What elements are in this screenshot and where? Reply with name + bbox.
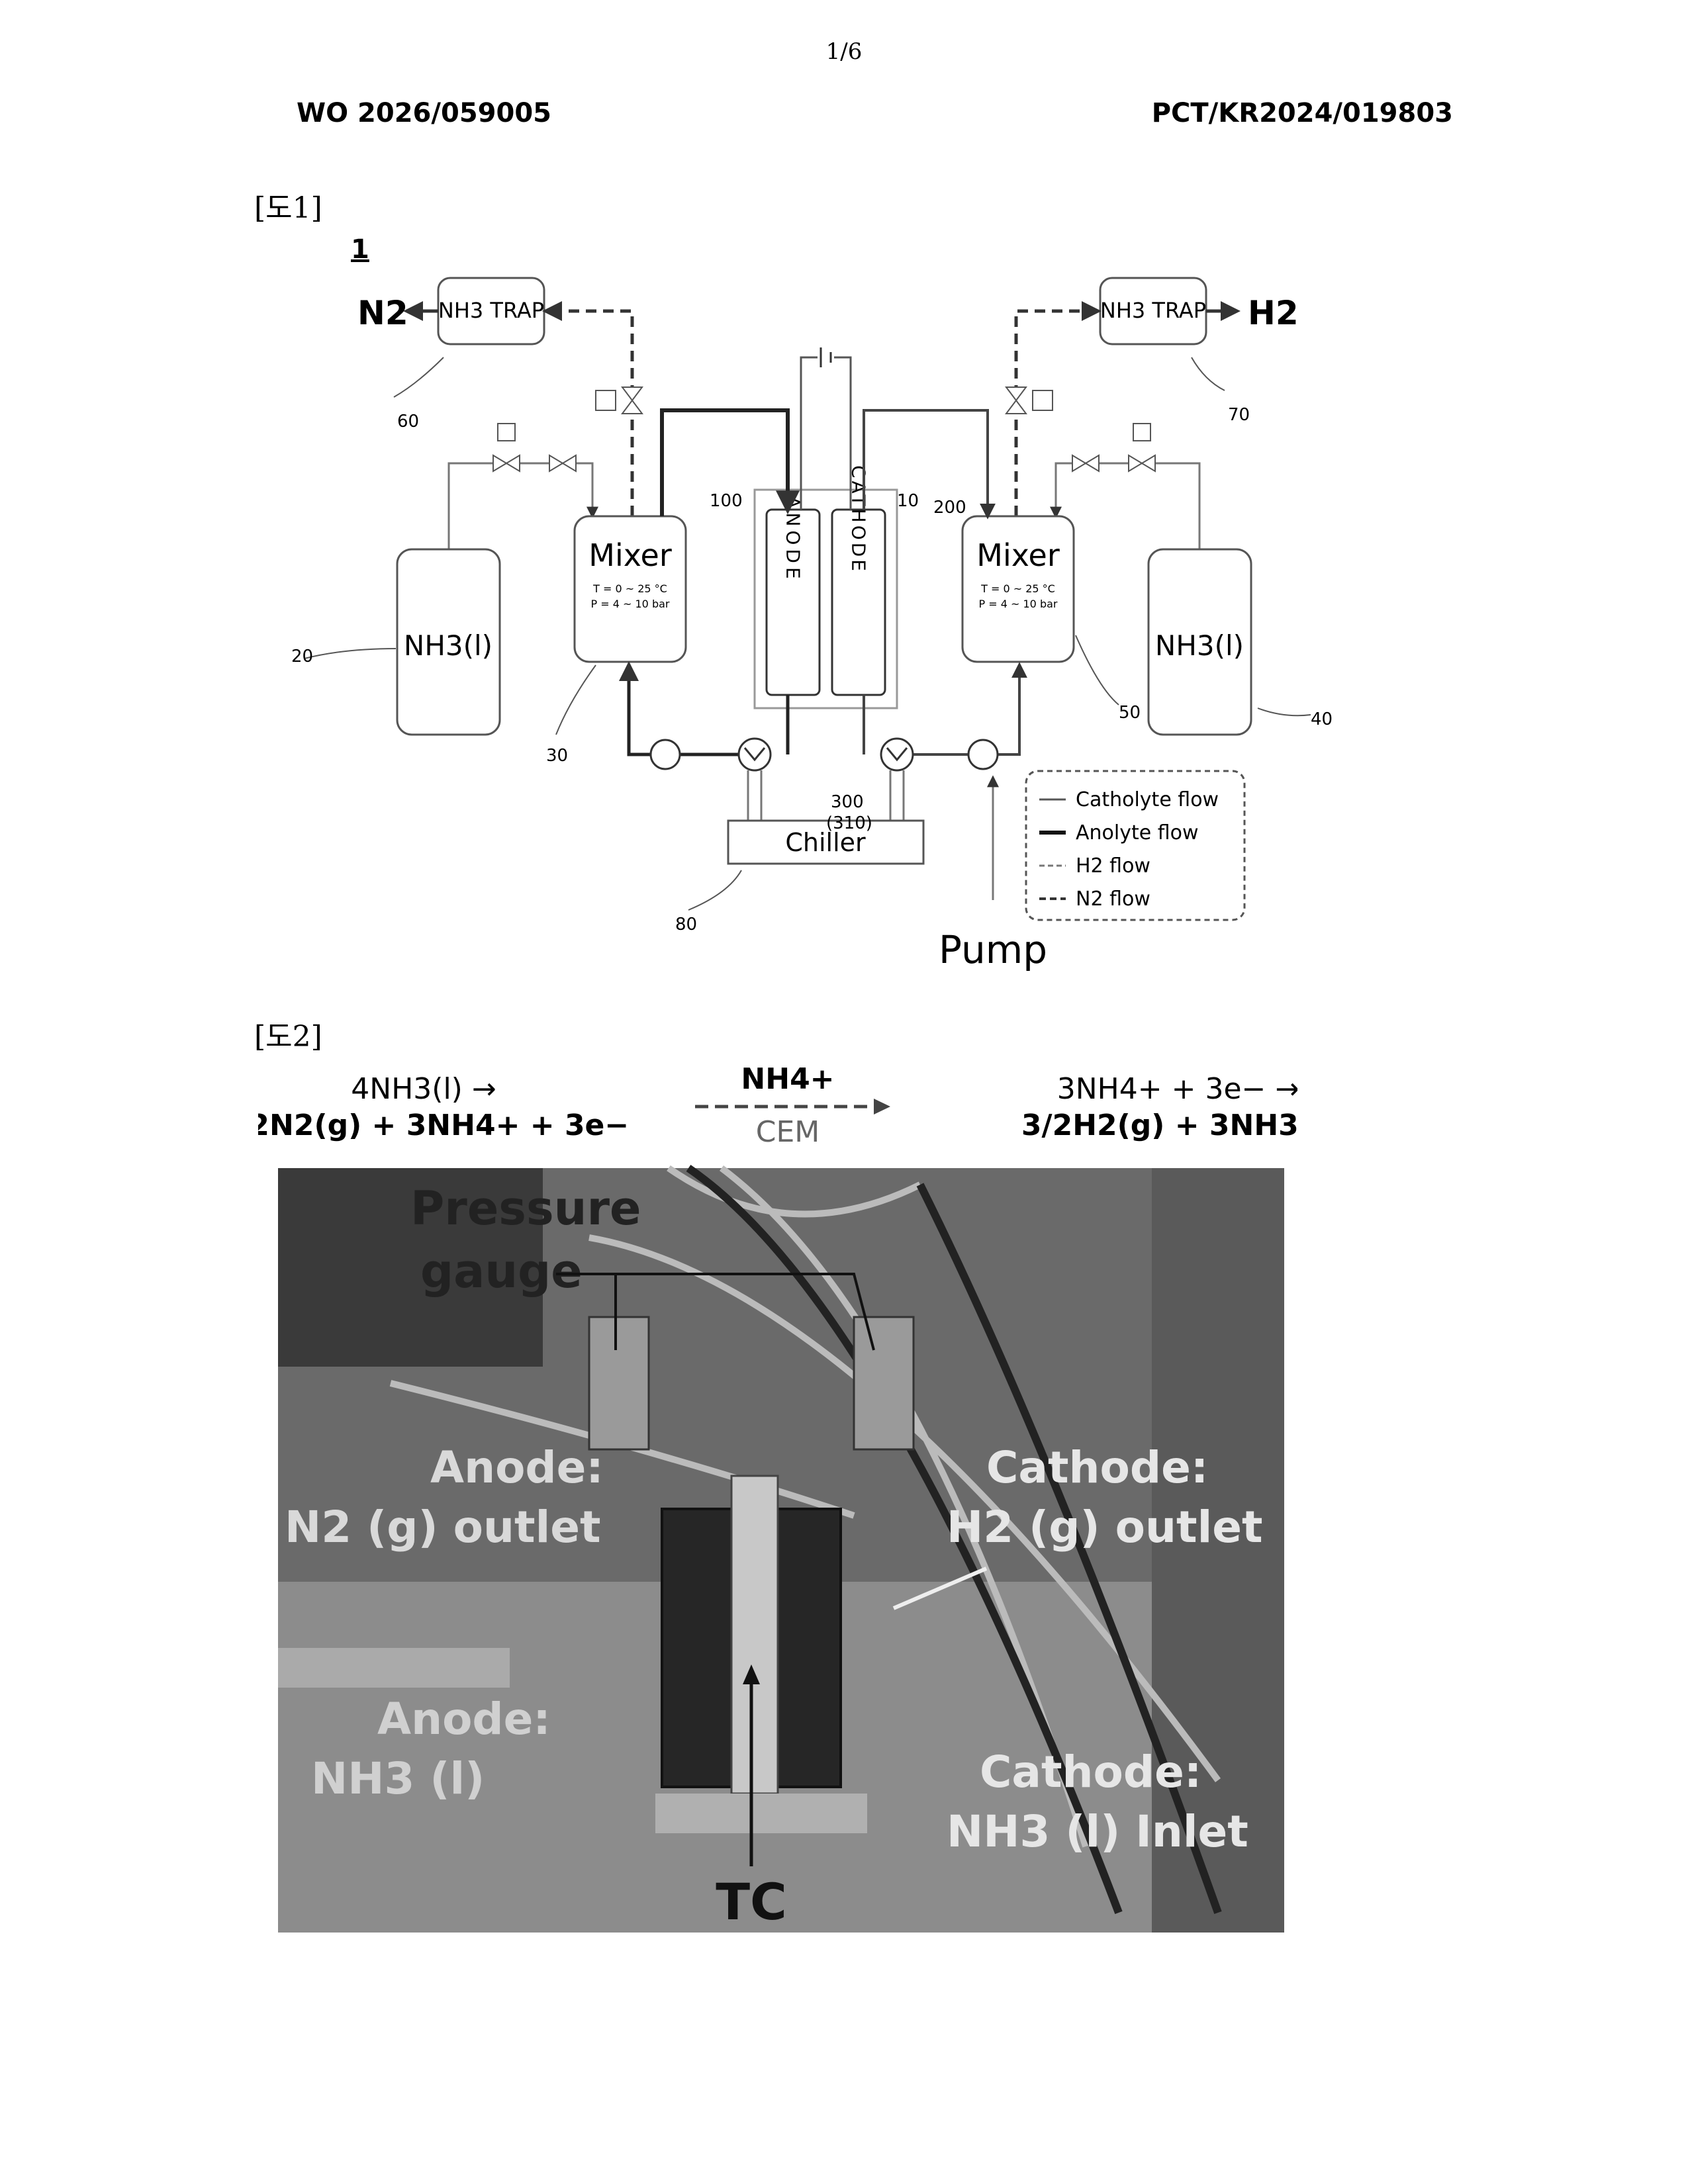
ref-40: 40 [1311, 709, 1333, 729]
left-trap-label: NH3 TRAP [438, 298, 544, 323]
figure-2-label: [도2] [254, 1013, 322, 1055]
figure-1-label: [도1] [254, 184, 322, 226]
thermocouple-label: TC [716, 1872, 787, 1931]
ref-10: 10 [897, 491, 919, 511]
left-pressure-gauge [589, 1317, 649, 1449]
left-gas-valve [596, 387, 642, 414]
ref-200: 200 [933, 498, 966, 518]
legend-h2: H2 flow [1076, 854, 1150, 878]
left-mixer-temp: T = 0 ~ 25 °C [592, 582, 667, 595]
figure-2: 4NH3(l) → 1/2N2(g) + 3NH4+ + 3e− NH4+ CE… [258, 1052, 1297, 1966]
ref-20: 20 [291, 647, 313, 666]
right-mixer-temp: T = 0 ~ 25 °C [980, 582, 1055, 595]
anode-reaction-bottom: 1/2N2(g) + 3NH4+ + 3e− [258, 1109, 629, 1142]
system-ref: 1 [351, 234, 369, 265]
cathode-inlet-label-2: NH3 (l) Inlet [947, 1806, 1248, 1857]
application-number: PCT/KR2024/019803 [1152, 98, 1453, 128]
left-mixer-label: Mixer [588, 537, 672, 573]
anode-inlet-label-1: Anode: [377, 1694, 551, 1745]
right-pressure-gauge [854, 1317, 914, 1449]
figure-1-diagram: 1 NH3 TRAP NH3 TRAP N2 H2 NH3(l) NH3(l) … [265, 225, 1377, 993]
cem-label: CEM [756, 1115, 820, 1149]
cathode-outlet-label-1: Cathode: [986, 1442, 1208, 1493]
right-mixer-label: Mixer [976, 537, 1060, 573]
ref-80: 80 [675, 915, 697, 934]
legend-anolyte: Anolyte flow [1076, 821, 1199, 844]
right-trap-label: NH3 TRAP [1100, 298, 1206, 323]
legend-n2: N2 flow [1076, 887, 1150, 911]
n2-output: N2 [357, 294, 408, 332]
publication-number: WO 2026/059005 [297, 98, 551, 128]
anode-reaction-top: 4NH3(l) → [351, 1072, 496, 1106]
anode-outlet-label-1: Anode: [430, 1442, 604, 1493]
ref-60: 60 [397, 412, 419, 432]
ref-100: 100 [710, 491, 743, 511]
ref-310: (310) [826, 813, 872, 833]
legend-catholyte: Catholyte flow [1076, 788, 1219, 811]
h2-output: H2 [1248, 294, 1299, 332]
ref-70: 70 [1228, 405, 1250, 425]
left-heat-exchanger [739, 739, 771, 770]
pressure-gauge-label-2: gauge [420, 1244, 583, 1298]
right-tank-label: NH3(l) [1155, 629, 1244, 662]
left-mixer-pressure: P = 4 ~ 10 bar [591, 598, 670, 610]
ref-300: 300 [831, 792, 864, 812]
ion-transport-label: NH4+ [741, 1062, 834, 1096]
ref-50: 50 [1119, 703, 1141, 723]
right-gas-valve [1006, 387, 1053, 414]
cathode-reaction-bottom: 3/2H2(g) + 3NH3(l) [1021, 1109, 1297, 1142]
anode-inlet-label-2: NH3 (l) [311, 1753, 485, 1804]
anode-outlet-label-2: N2 (g) outlet [285, 1502, 601, 1553]
page-number: 1/6 [0, 38, 1688, 65]
right-heat-exchanger [881, 739, 913, 770]
pressure-gauge-label-1: Pressure [410, 1181, 641, 1236]
cathode-outlet-label-2: H2 (g) outlet [947, 1502, 1263, 1553]
cathode-inlet-label-1: Cathode: [980, 1747, 1201, 1797]
left-pump [651, 740, 680, 769]
ref-30: 30 [546, 746, 568, 766]
cathode-reaction-top: 3NH4+ + 3e− → [1057, 1072, 1297, 1106]
pump-label: Pump [939, 927, 1047, 972]
right-mixer-pressure: P = 4 ~ 10 bar [979, 598, 1058, 610]
right-pump [968, 740, 998, 769]
left-tank-label: NH3(l) [404, 629, 492, 662]
